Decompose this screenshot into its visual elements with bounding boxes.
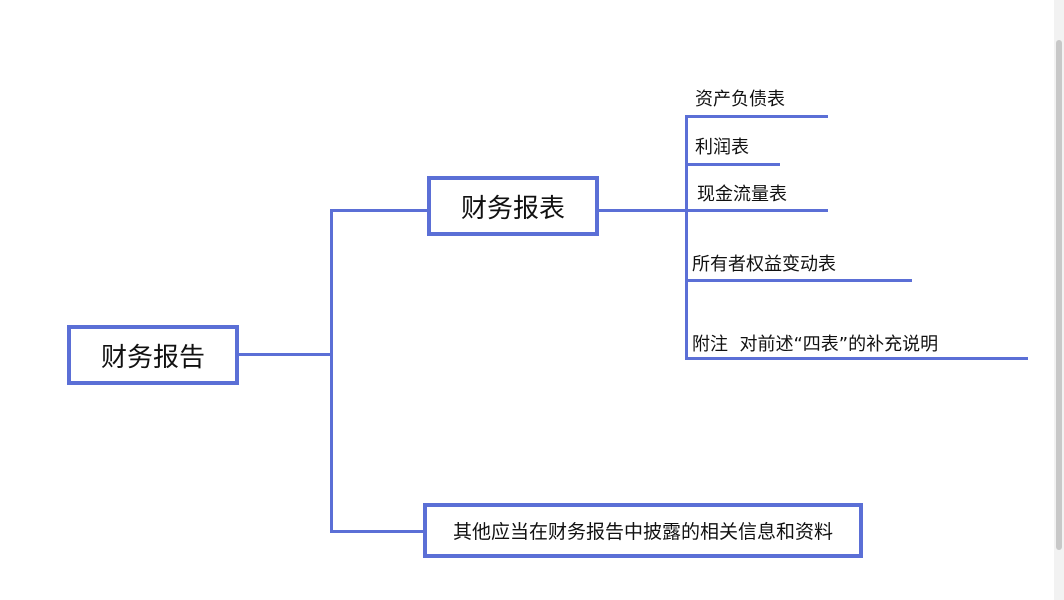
leaf-income-statement: 利润表 bbox=[695, 137, 749, 158]
connector-to-other bbox=[330, 530, 426, 533]
connector-root-stub bbox=[238, 353, 333, 356]
underline-leaf-5 bbox=[685, 357, 1028, 360]
scrollbar-thumb[interactable] bbox=[1056, 40, 1062, 550]
connector-to-statements bbox=[330, 209, 430, 212]
leaf-balance-sheet: 资产负债表 bbox=[695, 89, 785, 110]
leaf-equity-changes-statement: 所有者权益变动表 bbox=[692, 254, 836, 275]
leaf-cash-flow-statement: 现金流量表 bbox=[697, 184, 787, 205]
connector-trunk-vertical bbox=[330, 209, 333, 533]
underline-leaf-2 bbox=[685, 163, 780, 166]
other-disclosures-node: 其他应当在财务报告中披露的相关信息和资料 bbox=[423, 503, 863, 558]
underline-leaf-3 bbox=[685, 209, 828, 212]
leaf-notes: 附注 对前述“四表”的补充说明 bbox=[692, 334, 939, 355]
root-node-label: 财务报告 bbox=[100, 342, 205, 373]
underline-leaf-4 bbox=[685, 279, 912, 282]
connector-leaves-vertical bbox=[685, 115, 688, 360]
underline-leaf-1 bbox=[685, 115, 828, 118]
other-disclosures-node-label: 其他应当在财务报告中披露的相关信息和资料 bbox=[452, 521, 833, 543]
statements-node-label: 财务报表 bbox=[460, 193, 565, 224]
connector-statements-stub bbox=[596, 209, 688, 212]
statements-node: 财务报表 bbox=[427, 176, 599, 236]
root-node: 财务报告 bbox=[67, 325, 239, 385]
